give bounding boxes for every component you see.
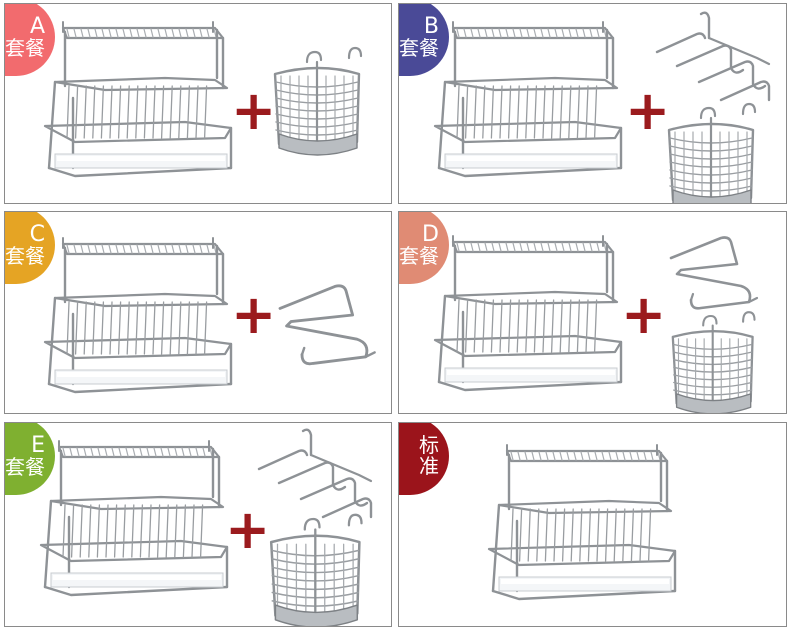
utensil-holder-image bbox=[273, 46, 363, 156]
badge-label: 套餐 bbox=[399, 36, 439, 61]
plus-sign: + bbox=[231, 283, 277, 346]
badge-label: 套餐 bbox=[399, 244, 439, 269]
badge-label-line1: 标 bbox=[419, 433, 439, 457]
badge-letter: C bbox=[29, 221, 45, 247]
package-badge-e: E 套餐 bbox=[5, 423, 55, 495]
plus-sign: + bbox=[621, 283, 667, 346]
triple-hook-image bbox=[655, 11, 771, 102]
package-panel-c[interactable]: C 套餐 + bbox=[4, 211, 392, 414]
badge-letter: D bbox=[422, 221, 439, 247]
utensil-holder-image bbox=[667, 102, 757, 203]
plus-sign: + bbox=[231, 79, 277, 142]
badge-label-line2: 准 bbox=[419, 454, 439, 478]
package-panel-d[interactable]: D 套餐 + bbox=[398, 211, 787, 414]
package-panel-a[interactable]: A 套餐 + bbox=[4, 3, 392, 204]
package-badge-a: A 套餐 bbox=[5, 4, 55, 76]
dish-rack-image bbox=[43, 237, 233, 394]
single-hook-image bbox=[669, 236, 759, 310]
utensil-holder-image bbox=[671, 311, 756, 413]
package-panel-b[interactable]: B 套餐 + bbox=[398, 3, 787, 204]
badge-label: 套餐 bbox=[5, 244, 45, 269]
dish-rack-image bbox=[433, 21, 623, 178]
badge-letter: A bbox=[29, 13, 45, 39]
single-hook-image bbox=[278, 284, 376, 366]
plus-sign: + bbox=[225, 498, 271, 561]
dish-rack-image bbox=[433, 235, 623, 392]
badge-label: 套餐 bbox=[5, 36, 45, 61]
package-panel-e[interactable]: E 套餐 + bbox=[4, 422, 392, 627]
dish-rack-image bbox=[43, 21, 233, 178]
dish-rack-image bbox=[39, 440, 229, 597]
dish-rack-image bbox=[487, 444, 677, 601]
triple-hook-image bbox=[257, 428, 373, 519]
package-panel-standard[interactable]: 标 准 bbox=[398, 422, 787, 627]
utensil-holder-image bbox=[269, 513, 363, 626]
badge-letter: E bbox=[31, 432, 45, 458]
badge-letter: B bbox=[423, 13, 439, 39]
badge-label: 套餐 bbox=[5, 455, 45, 480]
plus-sign: + bbox=[625, 79, 671, 142]
